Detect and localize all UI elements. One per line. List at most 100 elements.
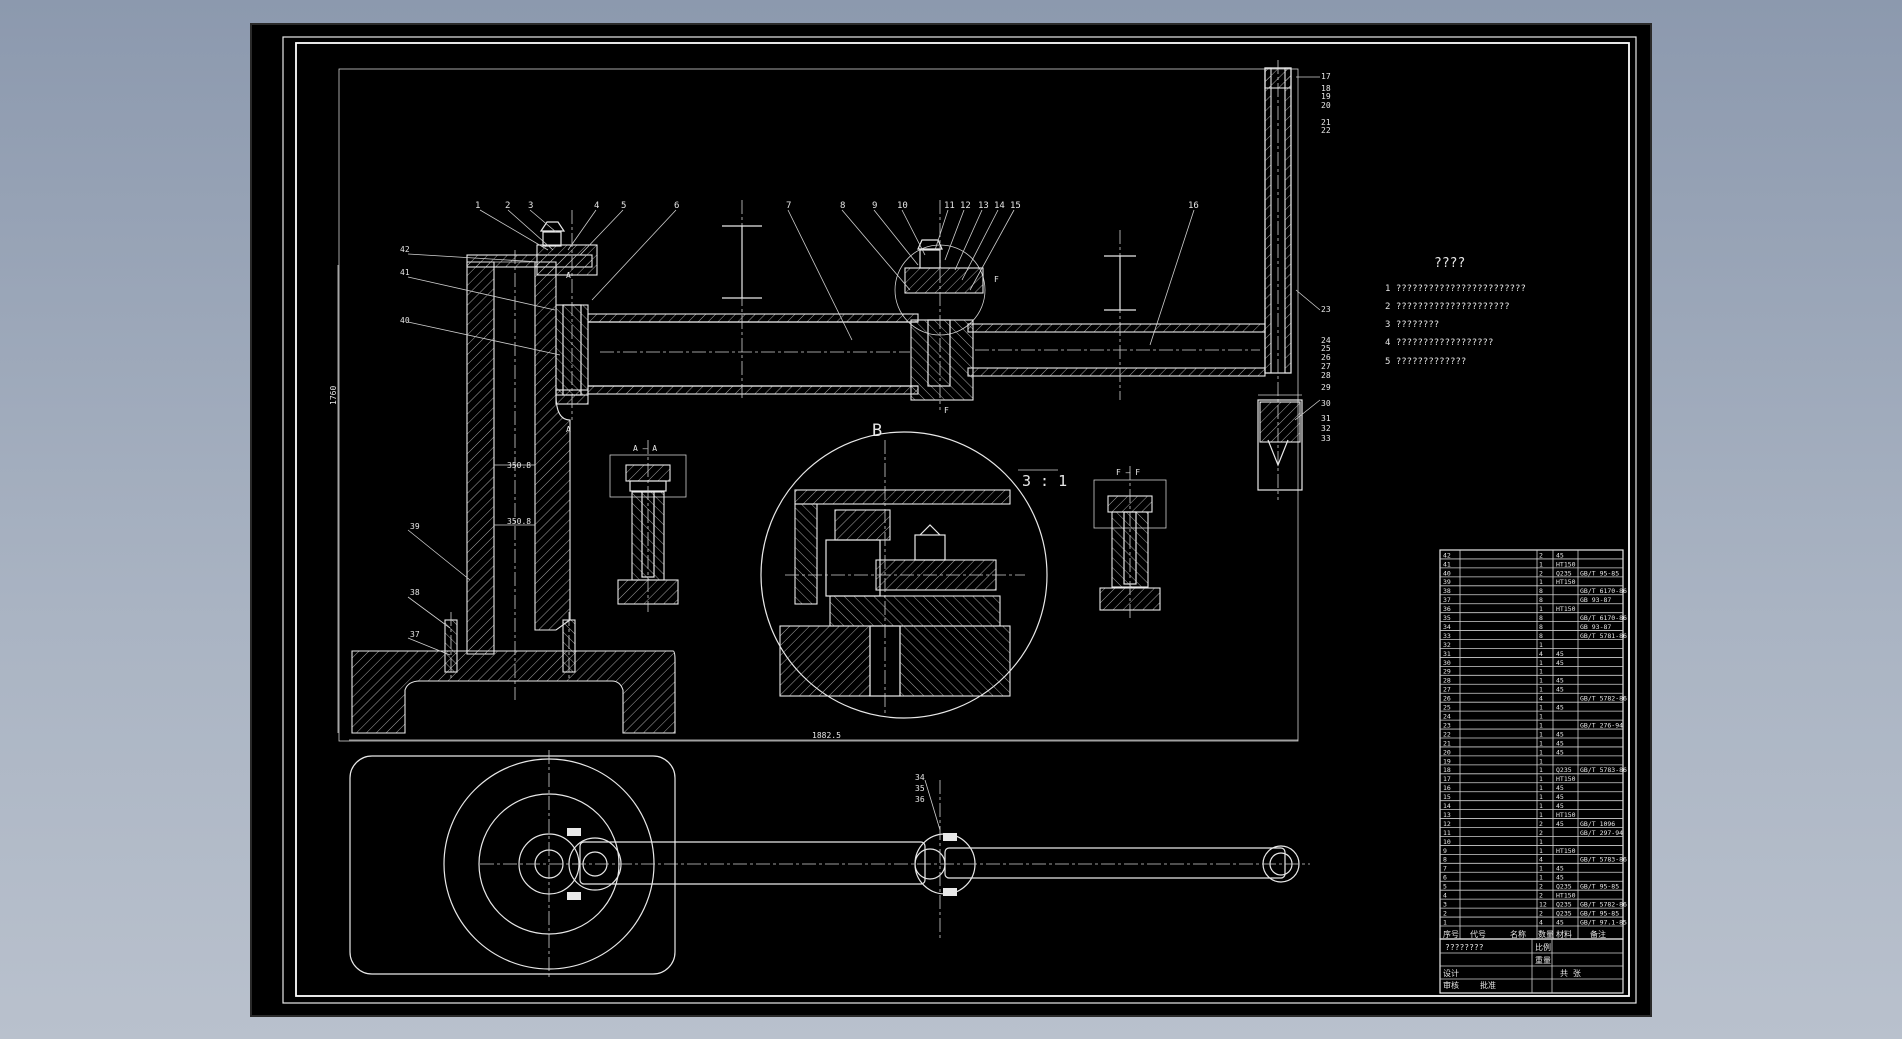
svg-text:26: 26 — [1321, 353, 1331, 362]
bom-cell: 1 — [1539, 802, 1543, 810]
bom-cell: 20 — [1443, 748, 1451, 756]
scale-label: 比例 — [1535, 942, 1551, 952]
bom-cell: 1 — [1539, 712, 1543, 720]
dim-height: 1760 — [329, 386, 338, 405]
svg-text:31: 31 — [1321, 414, 1331, 423]
bom-cell: Q235 — [1556, 900, 1572, 908]
bom-cell: 1 — [1539, 677, 1543, 685]
joint-1 — [536, 210, 598, 420]
bom-cell: GB/T 6170-86 — [1580, 614, 1627, 622]
svg-text:19: 19 — [1321, 92, 1331, 101]
svg-text:41: 41 — [400, 268, 410, 277]
outer-frame — [282, 36, 1637, 1004]
bom-cell: 17 — [1443, 775, 1451, 783]
bom-cell: 28 — [1443, 677, 1451, 685]
bom-cell: 24 — [1443, 712, 1451, 720]
bom-cell: 26 — [1443, 695, 1451, 703]
dim-overall-length: 1882.5 — [812, 731, 841, 740]
svg-text:16: 16 — [1188, 201, 1199, 211]
svg-text:1: 1 — [475, 201, 480, 211]
bom-cell: 33 — [1443, 632, 1451, 640]
bom-cell: 15 — [1443, 793, 1451, 801]
bom-cell: 21 — [1443, 739, 1451, 747]
bom-cell: 1 — [1443, 918, 1447, 926]
bom-cell: GB/T 276-94 — [1580, 721, 1623, 729]
svg-text:7: 7 — [786, 201, 791, 211]
bom-cell: 1 — [1539, 811, 1543, 819]
part-numbers-top: 1 2 3 4 5 6 7 8 9 10 11 12 13 14 15 16 — [475, 201, 1199, 211]
detail-scale: 3 : 1 — [1022, 472, 1067, 490]
vertical-lift — [1257, 60, 1303, 500]
bom-cell: 19 — [1443, 757, 1451, 765]
bom-cell: 1 — [1539, 793, 1543, 801]
inner-frame — [295, 42, 1630, 997]
bom-cell: 12 — [1539, 900, 1547, 908]
bom-cell: 39 — [1443, 578, 1451, 586]
svg-text:5: 5 — [621, 201, 626, 211]
bom-cell: HT150 — [1556, 847, 1576, 855]
bom-cell: 42 — [1443, 551, 1451, 559]
title-block: 序号 代号 名称 数量 材料 备注 ???????? 比例 重量 共 张 设计 … — [1439, 929, 1624, 994]
bom-cell: 8 — [1539, 632, 1543, 640]
bom-cell: 45 — [1556, 551, 1564, 559]
svg-text:36: 36 — [915, 795, 925, 804]
bom-cell: 45 — [1556, 865, 1564, 873]
bom-cell: 2 — [1539, 551, 1543, 559]
bom-cell: HT150 — [1556, 892, 1576, 900]
bom-cell: GB 93-87 — [1580, 596, 1611, 604]
bom-cell: 1 — [1539, 766, 1543, 774]
svg-text:30: 30 — [1321, 399, 1331, 408]
leaders — [407, 76, 1321, 831]
svg-text:12: 12 — [960, 201, 971, 211]
bom-cell: 1 — [1539, 748, 1543, 756]
bom-cell: GB/T 297-94 — [1580, 829, 1623, 837]
bom-cell: 38 — [1443, 587, 1451, 595]
bom-cell: HT150 — [1556, 560, 1576, 568]
bom-cell: 1 — [1539, 757, 1543, 765]
bom-cell: 4 — [1539, 856, 1543, 864]
svg-text:11: 11 — [944, 201, 955, 211]
bom-cell: GB/T 5782-86 — [1580, 695, 1627, 703]
bom-cell: 45 — [1556, 686, 1564, 694]
bom-cell: 45 — [1556, 730, 1564, 738]
bom-cell: 1 — [1539, 784, 1543, 792]
bom-cell: 45 — [1556, 650, 1564, 658]
svg-text:4: 4 — [594, 201, 599, 211]
svg-text:35: 35 — [915, 784, 925, 793]
bom-cell: GB/T 95-85 — [1580, 909, 1619, 917]
sheet-label: 共 张 — [1560, 969, 1581, 978]
bom-cell: GB/T 5782-86 — [1580, 900, 1627, 908]
bom-cell: 4 — [1539, 918, 1543, 926]
bom-cell: HT150 — [1556, 811, 1576, 819]
svg-text:42: 42 — [400, 245, 410, 254]
bom-cell: 1 — [1539, 775, 1543, 783]
section-f-f — [1093, 466, 1167, 618]
section-title-f: F — F — [1116, 468, 1140, 477]
bom-cell: GB 93-87 — [1580, 623, 1611, 631]
bom-cell: 27 — [1443, 686, 1451, 694]
bom-cell: GB/T 6170-86 — [1580, 587, 1627, 595]
bom-cell: 2 — [1539, 569, 1543, 577]
bom-cell: 8 — [1443, 856, 1447, 864]
bom-cell: 4 — [1539, 695, 1543, 703]
svg-text:23: 23 — [1321, 305, 1331, 314]
bom-cell: 1 — [1539, 578, 1543, 586]
bom-cell: 2 — [1443, 909, 1447, 917]
svg-text:25: 25 — [1321, 344, 1331, 353]
bom-cell: 22 — [1443, 730, 1451, 738]
svg-text:13: 13 — [978, 201, 989, 211]
bom-cell: 1 — [1539, 659, 1543, 667]
note-3: 3 ???????? — [1385, 320, 1439, 330]
bom-cell: 45 — [1556, 802, 1564, 810]
section-title-a: A — A — [633, 444, 657, 453]
bom-cell: GB/T 95-85 — [1580, 883, 1619, 891]
bom-cell: 1 — [1539, 560, 1543, 568]
bom-cell: 45 — [1556, 918, 1564, 926]
bom-cell: 14 — [1443, 802, 1451, 810]
svg-text:33: 33 — [1321, 434, 1331, 443]
bom-cell: HT150 — [1556, 605, 1576, 613]
bom-cell: GB/T 1096 — [1580, 820, 1615, 828]
